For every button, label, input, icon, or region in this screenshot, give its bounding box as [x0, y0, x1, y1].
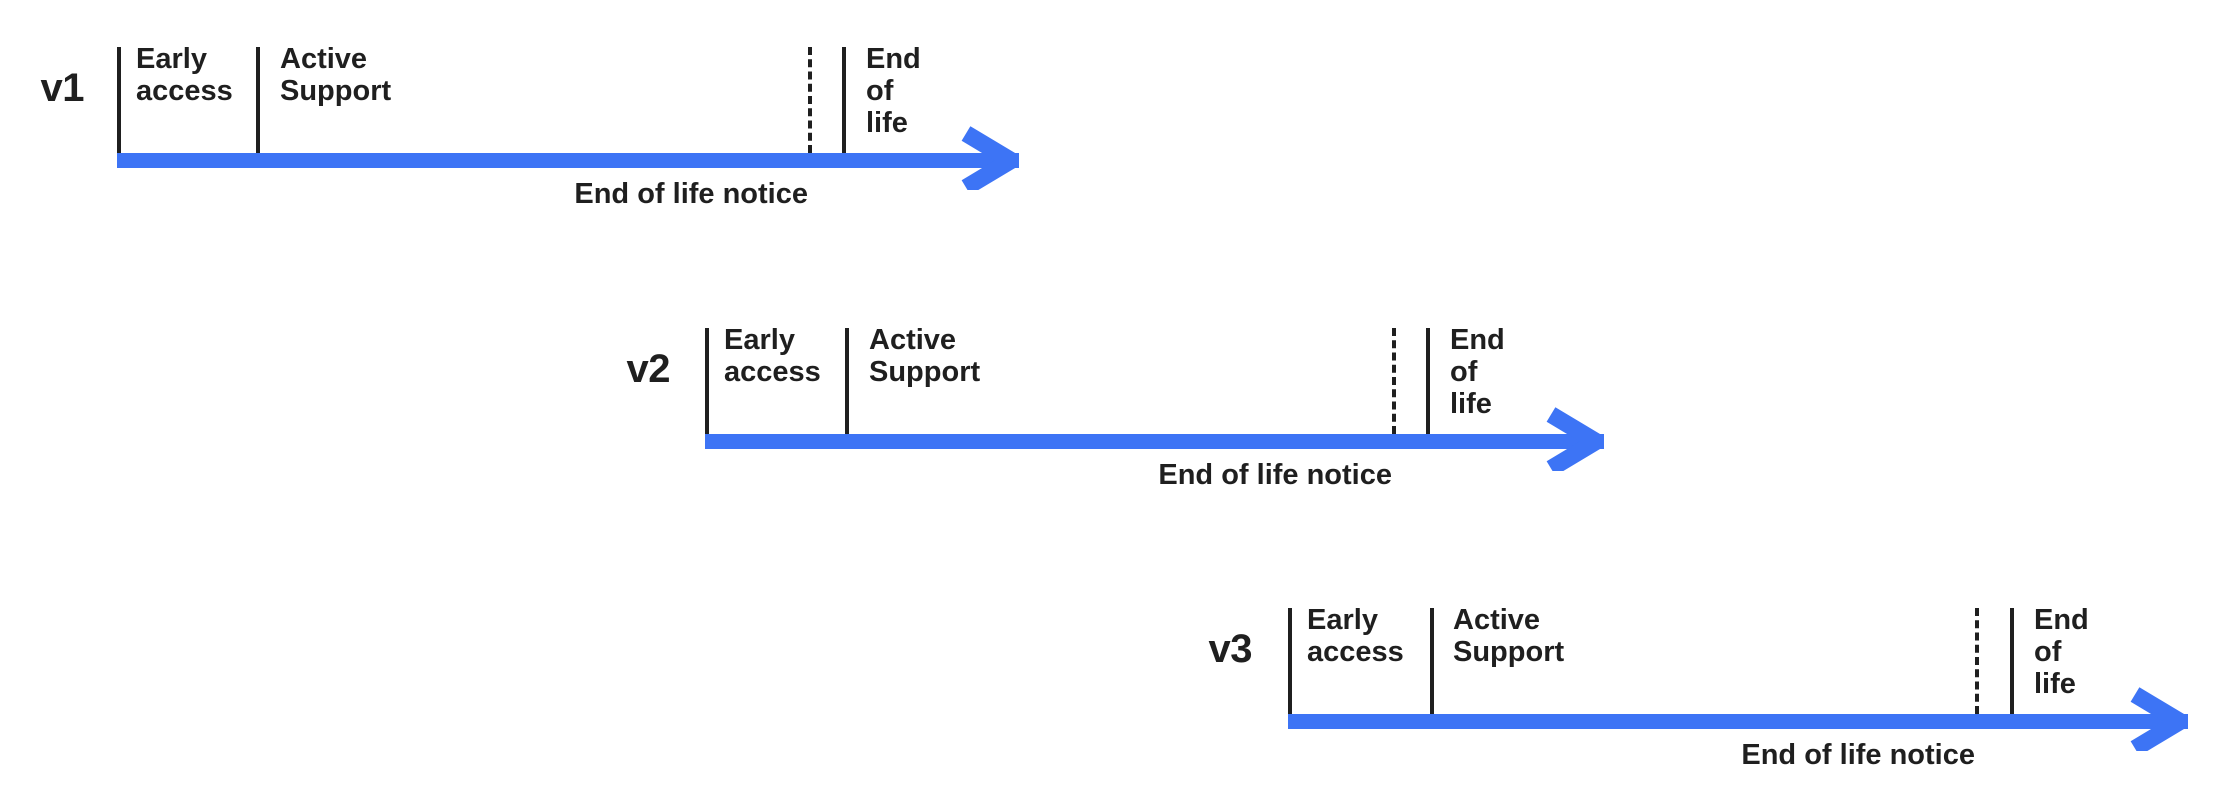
divider-active-support-start	[256, 47, 260, 153]
phase-label-end-of-life: End of life	[1450, 324, 1505, 420]
timeline-bar	[1288, 714, 2188, 729]
arrow-head-icon	[1546, 407, 1604, 471]
timeline-bar	[705, 434, 1604, 449]
divider-early-access-start	[117, 47, 121, 153]
phase-label-active-support: Active Support	[280, 43, 392, 107]
phase-label-end-of-life: End of life	[2034, 604, 2089, 700]
timeline-arrow-v3	[1288, 687, 2188, 751]
divider-end-of-life-notice-dashed	[1975, 608, 1979, 714]
divider-early-access-start	[1288, 608, 1292, 714]
version-label-v1: v1	[40, 66, 85, 110]
divider-end-of-life-start	[1426, 328, 1430, 434]
end-of-life-notice-label: End of life notice	[574, 178, 808, 210]
divider-active-support-start	[1430, 608, 1434, 714]
arrow-head-icon	[2130, 687, 2188, 751]
divider-active-support-start	[845, 328, 849, 434]
phase-label-active-support: Active Support	[1453, 604, 1565, 668]
phase-label-early-access: Early access	[136, 43, 233, 107]
phase-label-early-access: Early access	[1307, 604, 1404, 668]
divider-end-of-life-notice-dashed	[1392, 328, 1396, 434]
divider-end-of-life-notice-dashed	[808, 47, 812, 153]
phase-label-active-support: Active Support	[869, 324, 981, 388]
divider-end-of-life-start	[842, 47, 846, 153]
timeline-bar	[117, 153, 1019, 168]
phase-label-end-of-life: End of life	[866, 43, 921, 139]
divider-end-of-life-start	[2010, 608, 2014, 714]
version-label-v2: v2	[626, 347, 671, 391]
arrow-head-icon	[961, 126, 1019, 190]
phase-label-early-access: Early access	[724, 324, 821, 388]
divider-early-access-start	[705, 328, 709, 434]
timeline-arrow-v2	[705, 407, 1604, 471]
timeline-arrow-v1	[117, 126, 1019, 190]
end-of-life-notice-label: End of life notice	[1741, 739, 1975, 771]
version-label-v3: v3	[1208, 627, 1253, 671]
end-of-life-notice-label: End of life notice	[1158, 459, 1392, 491]
